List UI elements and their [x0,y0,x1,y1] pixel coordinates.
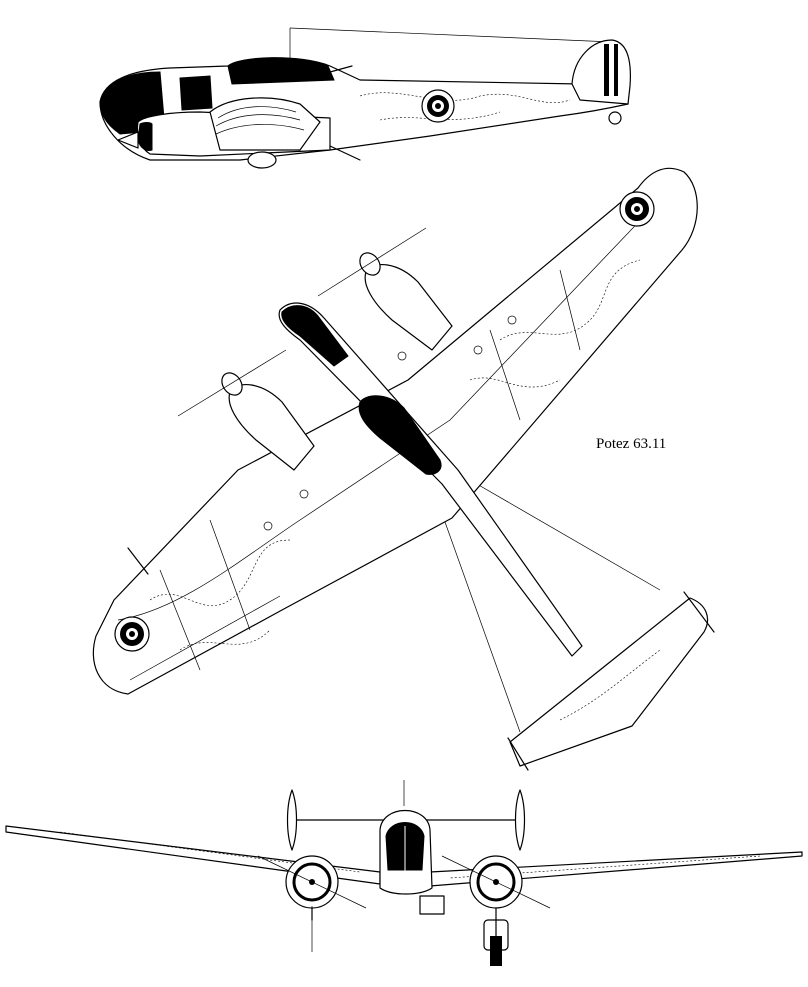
plan-view [92,167,715,771]
aircraft-caption: Potez 63.11 [596,436,667,452]
front-view [5,780,803,966]
side-view [99,27,631,169]
